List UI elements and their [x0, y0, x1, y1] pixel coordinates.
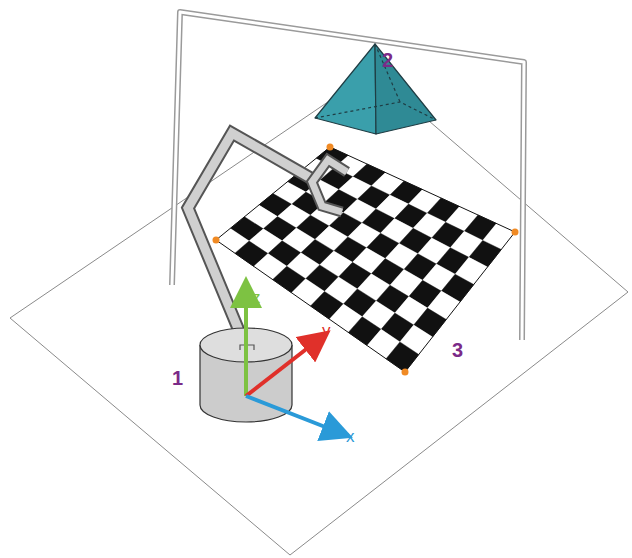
coordinate-axes: [246, 292, 338, 432]
axis-label: z: [252, 289, 261, 306]
camera-pyramid: [315, 44, 436, 134]
axis-label: x: [346, 428, 355, 445]
callout-number: 1: [172, 368, 183, 388]
robot-arm: [188, 133, 347, 350]
callout-number: 3: [452, 340, 463, 360]
ground-plane: [10, 72, 628, 555]
axis-label: y: [322, 322, 331, 339]
callout-number: 2: [382, 50, 393, 70]
board-square: [386, 342, 419, 372]
board-corner-dots: [213, 144, 519, 376]
